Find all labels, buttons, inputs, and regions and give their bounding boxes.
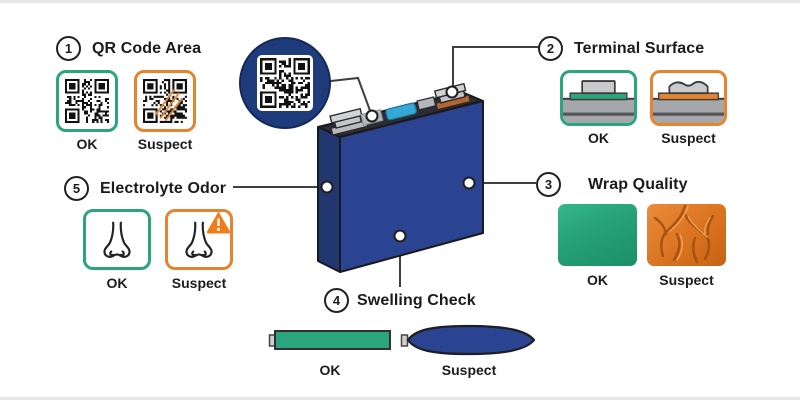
ok-label: OK (76, 136, 98, 152)
ok-label: OK (106, 275, 128, 291)
section-swelling-check: 4 Swelling Check OK Suspect (268, 288, 544, 378)
anchor-dot-qr (365, 109, 379, 123)
bottom-border-band (0, 397, 800, 400)
suspect-label: Suspect (171, 275, 227, 291)
ok-label: OK (319, 362, 341, 378)
terminal-suspect-swatch (650, 70, 727, 126)
section-title: Swelling Check (357, 291, 476, 309)
suspect-label: Suspect (441, 362, 497, 378)
section-title: Electrolyte Odor (100, 179, 227, 197)
section-qr-code-area: 1 QR Code Area OK Suspect (56, 36, 232, 152)
qr-zoom-bubble (239, 37, 331, 129)
vent-pad (416, 96, 437, 111)
odor-ok-swatch (83, 209, 151, 270)
positive-terminal (433, 82, 472, 111)
terminal-cross-section-warped-icon (653, 80, 724, 123)
cell-front-face (339, 100, 484, 273)
step-number-badge: 3 (536, 172, 561, 197)
qr-code-icon (65, 79, 109, 123)
cell-top-fittings (329, 82, 472, 136)
section-terminal-surface: 2 Terminal Surface (538, 36, 738, 146)
flat-cell-icon (268, 330, 391, 350)
terminal-cross-section-flat-icon (563, 80, 634, 123)
suspect-label: Suspect (137, 136, 193, 152)
negative-terminal (329, 107, 369, 136)
wrap-wrinkled-tile (647, 204, 726, 266)
qr-label-pad (360, 109, 384, 126)
section-electrolyte-odor: 5 Electrolyte Odor (64, 176, 248, 291)
warning-triangle-icon (206, 211, 231, 234)
qr-code-scratched-icon (143, 79, 187, 123)
nose-icon (185, 221, 213, 258)
suspect-label: Suspect (659, 272, 714, 288)
section-title: Wrap Quality (588, 175, 688, 193)
top-border-band (0, 0, 800, 3)
step-number-badge: 4 (324, 288, 349, 313)
step-number-badge: 1 (56, 36, 81, 61)
callout-anchor-dots (320, 85, 476, 243)
anchor-dot-wrap (462, 176, 476, 190)
step-number-badge: 2 (538, 36, 563, 61)
nose-icon (103, 221, 131, 258)
callout-line-terminal (452, 46, 539, 92)
odor-suspect-swatch (165, 209, 233, 270)
cell-sticker (385, 102, 417, 121)
section-wrap-quality: 3 Wrap Quality (536, 172, 736, 288)
section-title: QR Code Area (92, 39, 202, 57)
prismatic-cell (317, 91, 484, 273)
qr-suspect-swatch (134, 70, 196, 132)
qr-ok-swatch (56, 70, 118, 132)
anchor-dot-swelling (393, 229, 407, 243)
step-number-badge: 5 (64, 176, 89, 201)
qr-card (257, 55, 313, 111)
ok-label: OK (587, 272, 608, 288)
anchor-dot-terminal (445, 85, 459, 99)
section-title: Terminal Surface (574, 39, 705, 57)
qr-code-icon (260, 58, 310, 108)
cell-side-face (317, 126, 341, 273)
anchor-dot-odor (320, 180, 334, 194)
terminal-ok-swatch (560, 70, 637, 126)
wrinkle-texture-icon (653, 204, 715, 264)
cell-top-face (317, 91, 484, 138)
ok-label: OK (588, 130, 609, 146)
swollen-cell-icon (400, 324, 536, 356)
suspect-label: Suspect (661, 130, 716, 146)
wrap-smooth-tile (558, 204, 637, 266)
